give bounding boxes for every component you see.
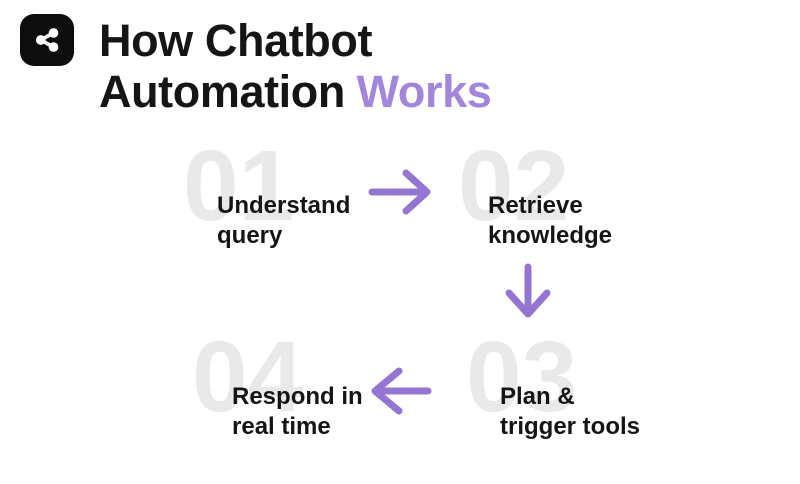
arrow-down-icon xyxy=(505,262,551,320)
title-accent-word: Works xyxy=(356,66,492,117)
step-1-label-line-1: Understand xyxy=(217,192,351,219)
step-3-label-line-2: trigger tools xyxy=(500,413,641,440)
step-2-label-line-2: knowledge xyxy=(488,222,613,249)
step-3-number: 03 xyxy=(466,321,578,433)
step-2-label-line-1: Retrieve xyxy=(488,192,583,219)
step-2-label: Retrieve knowledge xyxy=(488,191,612,251)
step-4-label: Respond in real time xyxy=(232,382,363,442)
logo-tile xyxy=(20,14,74,66)
step-1-label-line-2: query xyxy=(217,222,283,249)
arrow-right-icon xyxy=(367,169,437,215)
share-network-icon xyxy=(35,28,59,52)
step-4-label-line-1: Respond in xyxy=(232,383,363,410)
title-line-2-prefix: Automation xyxy=(99,66,345,117)
step-3-label: Plan & trigger tools xyxy=(500,382,640,442)
step-4-number: 04 xyxy=(192,321,304,433)
step-4-label-line-2: real time xyxy=(232,413,331,440)
title-line-1: How Chatbot xyxy=(99,15,373,66)
step-1-label: Understand query xyxy=(217,191,350,251)
step-2-number: 02 xyxy=(458,130,570,242)
arrow-left-icon xyxy=(369,366,433,416)
step-1-number: 01 xyxy=(183,130,295,242)
step-3-label-line-1: Plan & xyxy=(500,383,575,410)
